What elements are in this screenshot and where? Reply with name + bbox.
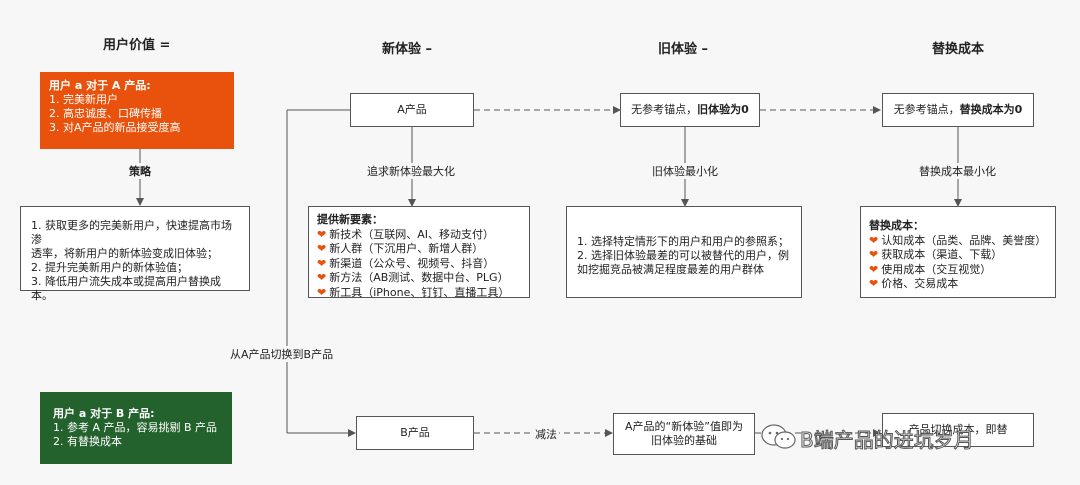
cost-anchor-text: 无参考锚点，: [893, 103, 960, 116]
old-box-line: 1. 选择特定情形下的用户和用户的参照系；: [577, 235, 789, 248]
heart-icon: ❤: [317, 227, 327, 241]
green-box-line: 1. 参考 A 产品，容易挑剔 B 产品: [53, 421, 218, 434]
green-box-line: 2. 有替换成本: [53, 435, 122, 448]
old-anchor-bold: 旧体验为0: [697, 103, 749, 116]
old-anchor-text: 无参考锚点，: [631, 103, 698, 116]
minimize-old-exp-label: 旧体验最小化: [650, 163, 720, 179]
heart-icon: ❤: [869, 262, 879, 276]
strategy-box: 1. 获取更多的完美新用户，快速提高市场渗 透率，将新用户的新体验变成旧体验； …: [20, 206, 250, 302]
new-element-item: ❤新人群（下沉用户、新增人群）: [317, 242, 484, 255]
cost-anchor-bold: 替换成本为0: [959, 103, 1023, 116]
b-product-node: B产品: [356, 416, 474, 450]
subtract-label: 减法: [533, 426, 559, 442]
old-box-line: 如挖掘竞品被满足程度最差的用户群体: [577, 263, 764, 276]
orange-box-line: 1. 完美新用户: [49, 93, 118, 106]
switch-cost-box: 替换成本： ❤认知成本（品类、品牌、美誉度） ❤获取成本（渠道、下载） ❤使用成…: [860, 206, 1056, 298]
new-element-item: ❤新方法（AB测试、数据中台、PLG）: [317, 271, 509, 284]
strategy-label: 策略: [127, 163, 153, 179]
header-old-experience: 旧体验 –: [658, 42, 709, 57]
strategy-line: 1. 获取更多的完美新用户，快速提高市场渗: [31, 219, 232, 246]
b-switch-cost-text: 产品切换成本，即替: [908, 423, 1008, 436]
new-element-item: ❤新工具（iPhone、钉钉、直播工具）: [317, 285, 510, 299]
heart-icon: ❤: [317, 256, 327, 270]
minimize-cost-label: 替换成本最小化: [917, 163, 998, 179]
user-a-product-b-box: 用户 a 对于 B 产品: 1. 参考 A 产品，容易挑剔 B 产品 2. 有替…: [40, 392, 232, 464]
b-switch-cost-node: 产品切换成本，即替: [882, 413, 1034, 447]
header-user-value: 用户价值 =: [103, 38, 171, 53]
maximize-new-exp-label: 追求新体验最大化: [365, 163, 457, 179]
switch-a-to-b-label: 从A产品切换到B产品: [228, 346, 336, 362]
orange-box-title: 用户 a 对于 A 产品:: [49, 79, 151, 92]
switch-cost-item: ❤价格、交易成本: [869, 277, 959, 290]
header-switch-cost: 替换成本: [932, 42, 985, 57]
strategy-line: 透率，将新用户的新体验变成旧体验；: [31, 247, 218, 260]
b-new-exp-line: A产品的“新体验”值即为: [625, 420, 743, 433]
new-element-item: ❤新渠道（公众号、视频号、抖音）: [317, 256, 495, 270]
new-elements-title: 提供新要素：: [317, 213, 383, 226]
orange-box-line: 3. 对A产品的新品接受度高: [49, 121, 181, 134]
orange-box-line: 2. 高忠诚度、口碑传播: [49, 107, 162, 120]
new-element-item: ❤新技术（互联网、AI、移动支付）: [317, 227, 494, 241]
switch-cost-item: ❤使用成本（交互视觉）: [869, 262, 992, 276]
header-new-experience: 新体验 –: [382, 42, 433, 57]
old-experience-box: 1. 选择特定情形下的用户和用户的参照系； 2. 选择旧体验最差的可以被替代的用…: [566, 206, 802, 298]
heart-icon: ❤: [869, 277, 879, 290]
wechat-icon: [760, 423, 798, 451]
switch-cost-item: ❤获取成本（渠道、下载）: [869, 248, 1003, 261]
b-new-exp-node: A产品的“新体验”值即为 旧体验的基础: [613, 413, 755, 455]
user-a-product-a-box: 用户 a 对于 A 产品: 1. 完美新用户 2. 高忠诚度、口碑传播 3. 对…: [40, 72, 234, 149]
heart-icon: ❤: [869, 233, 879, 247]
heart-icon: ❤: [317, 242, 327, 255]
watermark-text: B端产品的进坑岁月: [800, 428, 975, 453]
green-box-title: 用户 a 对于 B 产品:: [53, 407, 155, 420]
strategy-line: 2. 提升完美新用户的新体验值；: [31, 261, 188, 274]
cost-anchor-node: 无参考锚点，替换成本为0: [882, 93, 1034, 127]
switch-cost-item: ❤认知成本（品类、品牌、美誉度）: [869, 233, 1047, 247]
old-box-line: 2. 选择旧体验最差的可以被替代的用户，例: [577, 249, 789, 262]
a-product-node: A产品: [350, 93, 474, 127]
heart-icon: ❤: [869, 248, 879, 261]
new-elements-box: 提供新要素： ❤新技术（互联网、AI、移动支付） ❤新人群（下沉用户、新增人群）…: [308, 206, 530, 299]
switch-cost-title: 替换成本：: [869, 219, 924, 232]
heart-icon: ❤: [317, 271, 327, 284]
old-anchor-node: 无参考锚点，旧体验为0: [620, 93, 760, 127]
b-new-exp-line: 旧体验的基础: [651, 434, 717, 447]
strategy-line: 3. 降低用户流失成本或提高用户替换成本。: [31, 275, 221, 302]
heart-icon: ❤: [317, 285, 327, 299]
